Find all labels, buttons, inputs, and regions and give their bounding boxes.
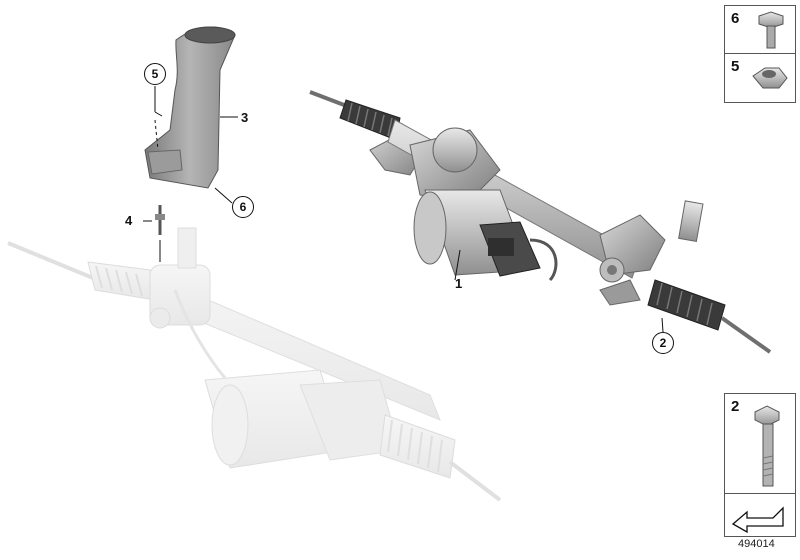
leader-lines (143, 86, 664, 333)
arrow-box (724, 493, 796, 537)
ghost-assembly-illustration (7, 227, 502, 502)
collar-bolt-box-number: 2 (731, 398, 740, 415)
nut-part-box: 5 (724, 53, 796, 103)
stud-illustration (155, 205, 165, 235)
direction-arrow-icon (731, 506, 784, 534)
heat-shield-illustration (144, 26, 236, 189)
callout-heat-shield: 3 (241, 110, 249, 125)
callout-tie-rod: 2 (652, 332, 674, 354)
callout-nut: 5 (144, 63, 166, 85)
callout-steering-gear: 1 (455, 276, 463, 291)
collar-bolt-icon (754, 405, 780, 487)
callout-stud: 4 (125, 213, 133, 228)
diagram-id: 494014 (738, 538, 775, 550)
hex-bolt-icon (758, 11, 784, 49)
hex-nut-icon (752, 67, 788, 89)
bolt-box-number: 6 (731, 10, 740, 27)
bolt-part-box: 6 (724, 5, 796, 55)
callout-bolt: 6 (232, 196, 254, 218)
steering-gear-illustration (309, 90, 772, 354)
nut-box-number: 5 (731, 58, 740, 75)
collar-bolt-part-box: 2 (724, 393, 796, 495)
